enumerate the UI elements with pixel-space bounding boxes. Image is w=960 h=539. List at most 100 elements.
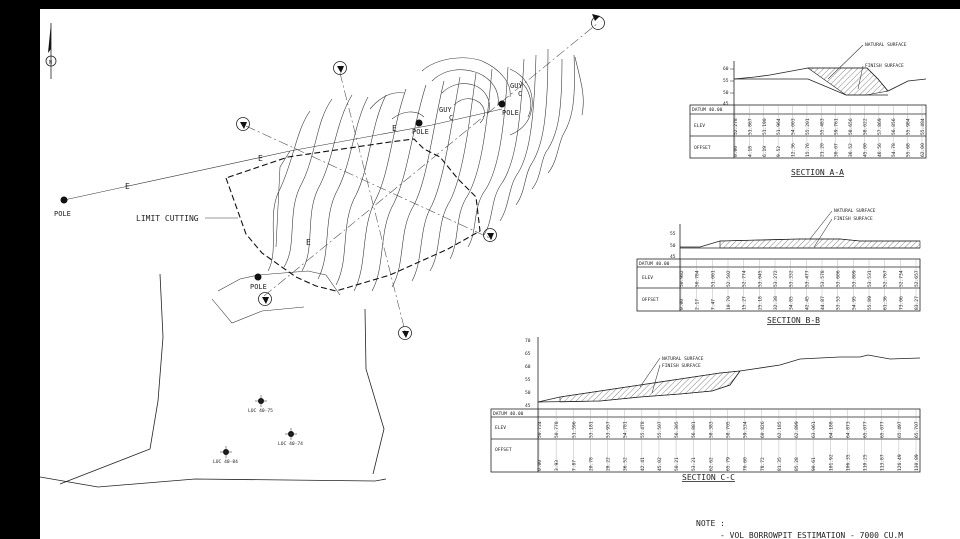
- guy-sub-1: C: [449, 114, 453, 122]
- section-elev-value: 52.734: [898, 270, 904, 287]
- guy-sub-2: C: [518, 90, 522, 98]
- section-elev-value: 56.305: [674, 421, 680, 438]
- section-elev-value: 55.478: [640, 421, 646, 438]
- section-offset-value: 10.70: [726, 296, 732, 310]
- section-c-ytick: 60: [525, 364, 531, 370]
- section-offset-value: 3.93: [554, 460, 560, 471]
- section-offset-value: 42.45: [804, 296, 810, 310]
- section-elev-value: 53.272: [773, 270, 779, 287]
- section-a-offset-label: OFFSET: [694, 145, 711, 151]
- section-elev-value: 52.278: [733, 118, 739, 135]
- section-b-natural-surface: [680, 238, 920, 248]
- section-marker-a-start: [236, 117, 250, 131]
- section-elev-value: 55.201: [805, 118, 811, 135]
- note-line-1: - VOL BORROWPIT ESTIMATION - 7000 CU.M: [720, 531, 903, 539]
- section-offset-value: 55.68: [906, 143, 912, 157]
- pole-label-3: POLE: [502, 109, 519, 117]
- pole-icon: [415, 119, 423, 127]
- line-mark-e: E: [258, 154, 263, 163]
- section-offset-value: 6.19: [762, 146, 768, 157]
- section-offset-value: 55.89: [867, 296, 873, 310]
- line-mark-e: E: [125, 182, 130, 191]
- section-offset-value: 15.76: [805, 143, 811, 157]
- line-mark-e: E: [306, 238, 311, 247]
- section-offset-value: 25.18: [757, 296, 763, 310]
- section-elev-value: 53.957: [606, 421, 612, 438]
- pole-icon: [498, 100, 506, 108]
- section-elev-value: 50.784: [695, 270, 701, 287]
- guy-label-1: GUY: [439, 106, 452, 114]
- section-elev-value: 55.483: [819, 118, 825, 135]
- section-elev-value: 53.332: [789, 270, 795, 287]
- pole-icon: [60, 196, 68, 204]
- section-a-columns: 52.2780.0051.8674.1851.1906.1951.9649.52…: [733, 105, 926, 158]
- section-offset-value: 83.27: [914, 296, 920, 310]
- section-marker-a-end: [483, 228, 497, 242]
- survey-point-icon: [255, 395, 267, 407]
- section-offset-value: 106.35: [845, 454, 851, 471]
- section-c-elev-label: ELEV: [495, 425, 506, 431]
- section-elev-value: 59.761: [834, 118, 840, 135]
- section-elev-value: 51.001: [710, 270, 716, 287]
- section-offset-value: 54.78: [891, 143, 897, 157]
- section-offset-value: 45.00: [862, 143, 868, 157]
- pole-label-1: POLE: [54, 210, 71, 218]
- section-elev-value: 62.185: [777, 421, 783, 438]
- section-offset-value: 36.52: [848, 143, 854, 157]
- section-elev-value: 52.657: [914, 270, 920, 287]
- section-a-ytick: 50: [723, 90, 729, 96]
- section-elev-value: 51.596: [571, 421, 577, 438]
- loc-label-3: LOC 40-84: [213, 459, 238, 465]
- section-offset-value: 54.95: [851, 296, 857, 310]
- section-elev-value: 58.656: [848, 118, 854, 135]
- section-c-ytick: 65: [525, 351, 531, 357]
- section-offset-value: 7.87: [571, 460, 577, 471]
- section-offset-value: 0.00: [679, 299, 685, 310]
- guy-label-2: GUY: [510, 82, 523, 90]
- section-offset-value: 53.53: [836, 296, 842, 310]
- section-b-title: SECTION B-B: [767, 316, 820, 325]
- section-elev-value: 63.061: [811, 421, 817, 438]
- section-elev-value: 60.826: [760, 421, 766, 438]
- section-b-offset-label: OFFSET: [642, 297, 659, 303]
- section-offset-value: 110.25: [863, 454, 869, 471]
- section-c-c: 70 65 60 55 50 45 DATUM 40.00 ELEV OFFSE…: [490, 337, 921, 482]
- section-elev-value: 64.873: [845, 421, 851, 438]
- section-offset-value: 62.62: [708, 457, 714, 471]
- section-a-elev-label: ELEV: [694, 123, 705, 129]
- section-a-a: 60 55 50 45 DATUM 40.00 ELEV OFFSET 52.2…: [689, 42, 927, 177]
- section-elev-value: 52.502: [726, 270, 732, 287]
- section-c-title: SECTION C-C: [682, 473, 735, 482]
- section-elev-value: 52.774: [742, 270, 748, 287]
- section-offset-value: 113.87: [880, 454, 886, 471]
- section-offset-value: 12.36: [791, 143, 797, 157]
- section-offset-value: 101.92: [828, 454, 834, 471]
- section-b-elev-label: ELEV: [642, 275, 653, 281]
- section-b-ytick: 55: [670, 231, 676, 237]
- section-offset-value: 20.78: [588, 457, 594, 471]
- section-offset-value: 2.17: [695, 299, 701, 310]
- section-line-a: [245, 125, 493, 240]
- loc-label-2: LOC 40-74: [278, 441, 303, 447]
- section-elev-value: 65.707: [914, 421, 920, 438]
- section-marker-b-end: [398, 326, 412, 340]
- section-elev-value: 50.982: [679, 270, 685, 287]
- plan-view: N: [40, 14, 605, 488]
- section-offset-value: 85.28: [794, 457, 800, 471]
- section-offset-value: 32.38: [773, 296, 779, 310]
- section-offset-value: 44.87: [820, 296, 826, 310]
- section-c-columns: 50.7240.0050.7783.9351.5967.8753.18120.7…: [537, 409, 920, 472]
- section-a-title: SECTION A-A: [791, 168, 844, 177]
- section-offset-value: 9.52: [776, 146, 782, 157]
- section-a-ytick: 60: [723, 66, 729, 72]
- section-offset-value: 21.20: [819, 143, 825, 157]
- section-c-ytick: 45: [525, 403, 531, 409]
- section-offset-value: 15.27: [742, 296, 748, 310]
- section-b-ytick: 50: [670, 243, 676, 249]
- section-c-hatch: [559, 370, 741, 403]
- drawing-sheet: N: [40, 9, 960, 539]
- section-elev-value: 56.856: [891, 118, 897, 135]
- section-c-finish-surface: [537, 370, 741, 403]
- section-elev-value: 65.077: [880, 421, 886, 438]
- survey-point-icon: [220, 446, 232, 458]
